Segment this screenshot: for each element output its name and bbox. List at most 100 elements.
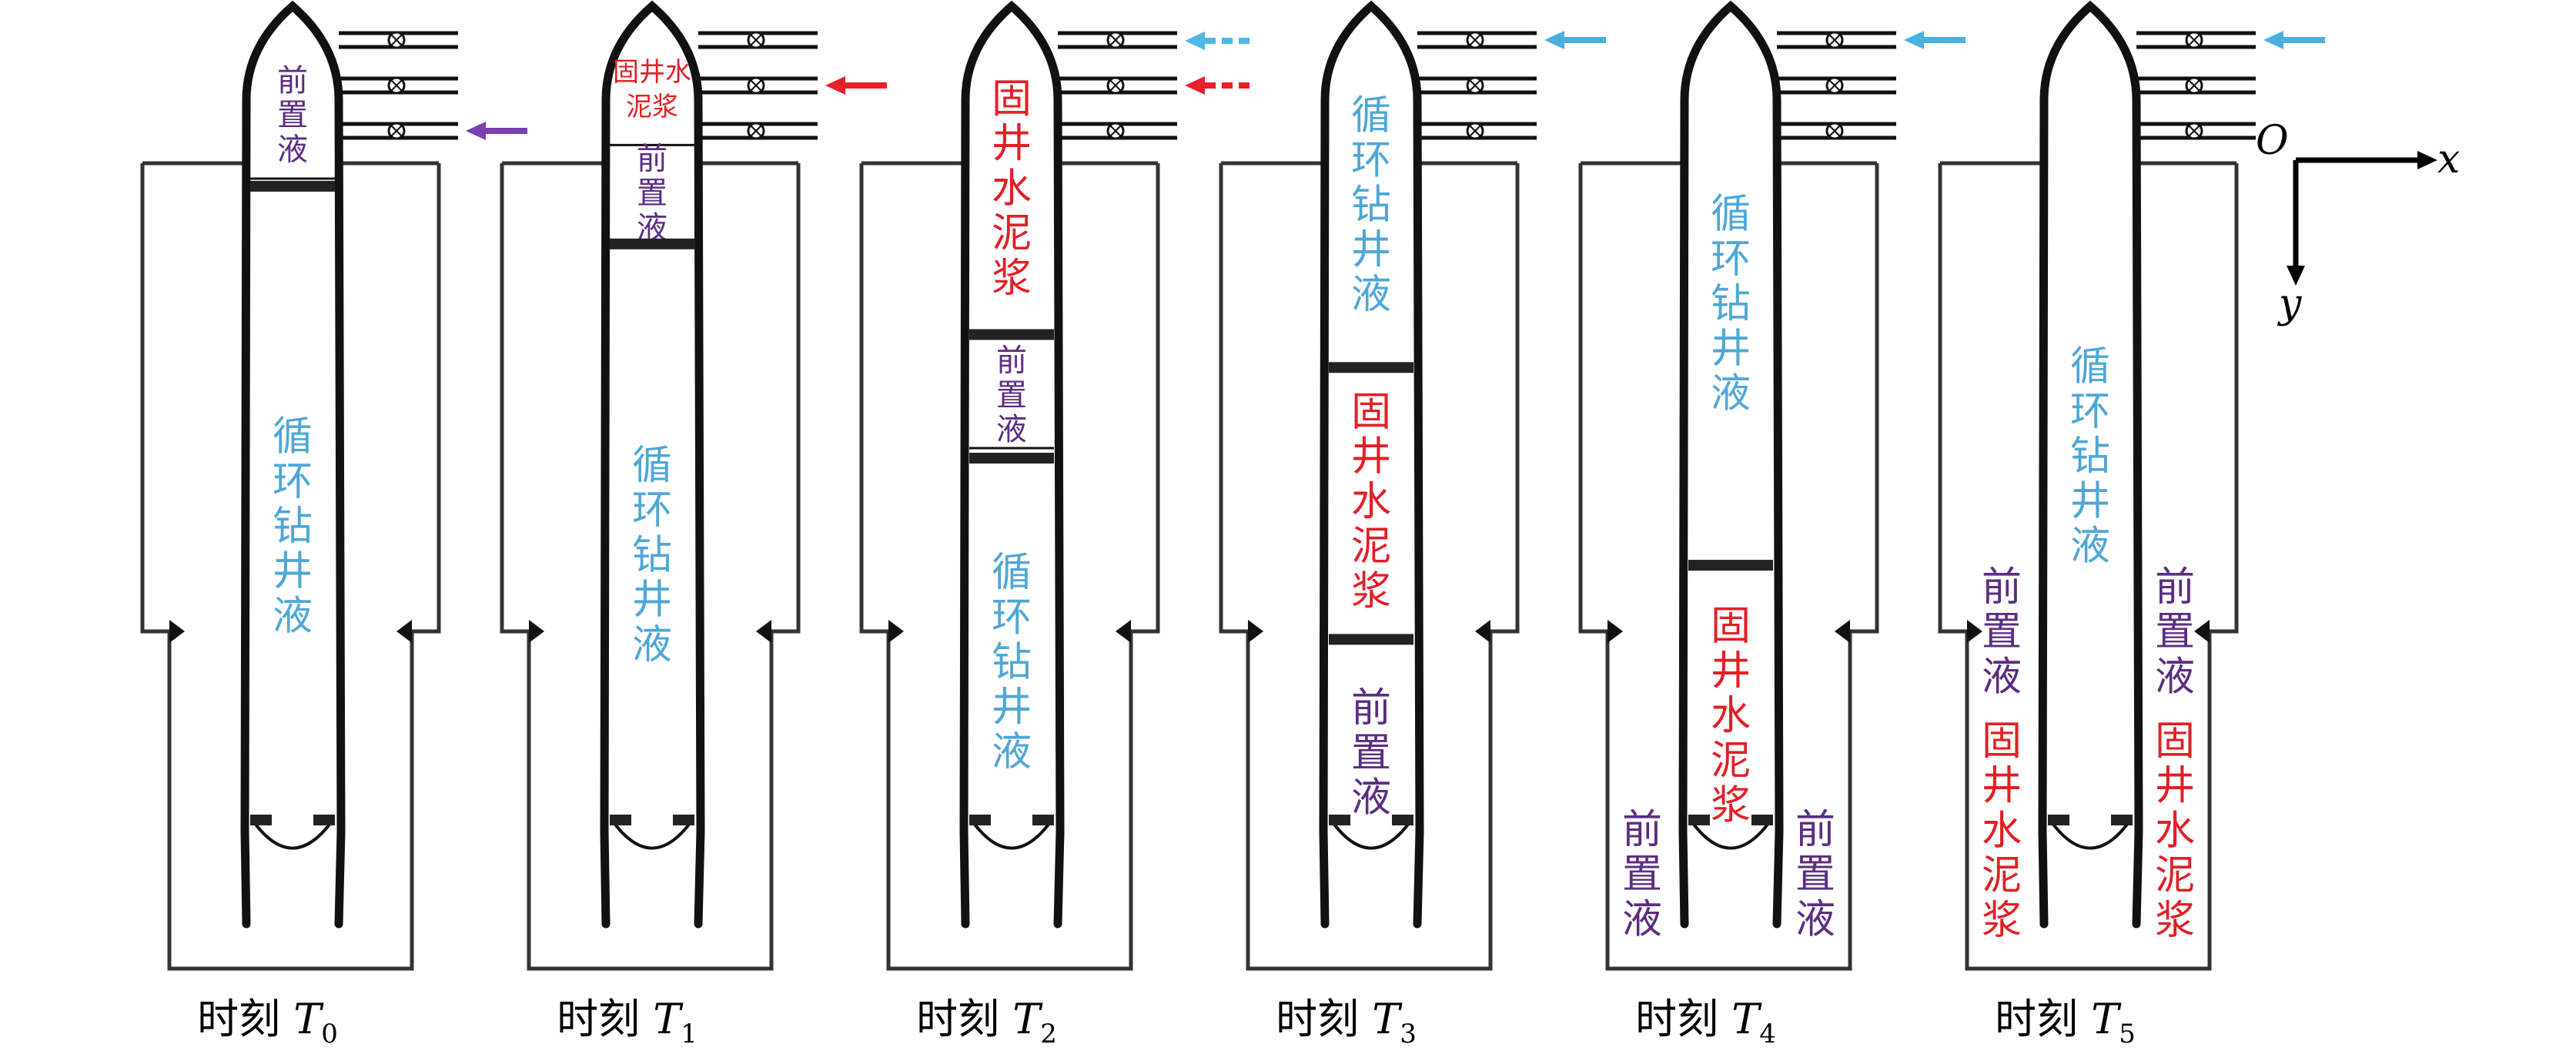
casing-pipe — [959, 0, 1065, 929]
collar-left-block — [250, 815, 272, 825]
borehole-outline — [1578, 163, 1879, 971]
float-collar — [612, 821, 692, 850]
shoulder-left — [529, 620, 544, 643]
fluid-label-mud: 循环钻井液 — [992, 550, 1032, 775]
shoulder-left — [888, 620, 904, 643]
caption-subscript: 3 — [1400, 1019, 1417, 1049]
annulus-right-spacer: 前置液 — [2155, 564, 2195, 700]
valve-cross-b-0 — [390, 34, 403, 46]
plug-interface — [250, 180, 335, 192]
caption-t: T — [1731, 995, 1762, 1043]
panel-caption: 时刻 T2 — [916, 995, 1057, 1049]
shoulder-right — [756, 620, 771, 643]
collar-right-block — [1032, 815, 1054, 825]
casing-pipe — [1678, 0, 1784, 929]
borehole-outline — [1938, 163, 2239, 971]
valve-cross-b-0 — [750, 34, 762, 46]
valve-cross-b-2 — [1469, 125, 1481, 137]
y-axis-label: y — [2277, 281, 2302, 327]
annulus-left-cement: 固井水泥浆 — [1982, 718, 2022, 944]
blue-dashed-arrowhead — [1185, 32, 1205, 50]
collar-right-block — [313, 815, 335, 825]
collar-right-block — [2111, 815, 2133, 825]
annulus-right-spacer: 前置液 — [1795, 807, 1835, 942]
x-axis-label: x — [2437, 136, 2460, 182]
fluid-label-spacer: 前置液 — [637, 141, 667, 246]
blue-arrowhead — [2263, 31, 2283, 49]
collar-right-block — [673, 815, 694, 825]
valve-cross-b-1 — [1469, 79, 1481, 92]
borehole-outline — [140, 163, 441, 971]
caption-prefix: 时刻 — [197, 995, 293, 1043]
caption-prefix: 时刻 — [1995, 995, 2091, 1043]
blue-arrowhead — [1904, 31, 1924, 49]
valve-cross-b-2 — [1109, 125, 1122, 137]
origin-label: O — [2256, 118, 2289, 164]
plug-interface — [969, 329, 1054, 340]
fluid-label-spacer: 前置液 — [1351, 685, 1391, 821]
red-dashed-arrowhead — [1185, 76, 1205, 95]
float-collar — [972, 821, 1052, 850]
fluid-label-mud: 循环钻井液 — [1711, 192, 1751, 417]
shoulder-right — [1475, 620, 1490, 643]
float-collar — [2050, 821, 2130, 850]
casing-pipe — [1319, 0, 1424, 929]
panel-caption: 时刻 T0 — [197, 995, 338, 1049]
valve-cross-b-1 — [1109, 79, 1122, 92]
borehole-outline — [859, 163, 1160, 971]
caption-subscript: 5 — [2119, 1019, 2136, 1049]
valve-cross-b-1 — [390, 79, 403, 92]
collar-right-block — [1751, 815, 1773, 825]
valve-cross-b-2 — [390, 125, 403, 137]
casing-pipe — [240, 0, 346, 929]
collar-left-block — [610, 815, 631, 825]
caption-prefix: 时刻 — [1276, 995, 1372, 1043]
valve-cross-b-2 — [1828, 125, 1841, 137]
blue-arrowhead — [1544, 31, 1564, 49]
shoulder-right — [396, 620, 412, 643]
caption-subscript: 1 — [681, 1019, 698, 1049]
fluid-label-cement: 固井水泥浆 — [992, 76, 1032, 302]
caption-t: T — [653, 995, 684, 1043]
valve-cross-b-0 — [1469, 34, 1481, 46]
caption-prefix: 时刻 — [916, 995, 1012, 1043]
red-arrowhead — [825, 76, 845, 95]
x-axis-arrowhead — [2417, 151, 2437, 169]
caption-prefix: 时刻 — [1635, 995, 1731, 1043]
panel-caption: 时刻 T1 — [557, 995, 698, 1049]
cement-small-label-1: 固井水 — [613, 57, 691, 88]
caption-prefix: 时刻 — [557, 995, 653, 1043]
valve-cross-b-2 — [750, 125, 762, 137]
shoulder-left — [1248, 620, 1263, 643]
valve-cross-b-0 — [2188, 34, 2200, 46]
casing-pipe — [2038, 0, 2143, 929]
valve-cross-b-1 — [750, 79, 762, 92]
collar-left-block — [1688, 815, 1710, 825]
valve-cross-b-2 — [2188, 125, 2200, 137]
collar-left-block — [1329, 815, 1350, 825]
caption-t: T — [1012, 995, 1043, 1043]
annulus-left-spacer: 前置液 — [1622, 807, 1662, 942]
valve-cross-b-1 — [2188, 79, 2200, 92]
collar-left-block — [969, 815, 991, 825]
fluid-label-mud: 循环钻井液 — [1351, 92, 1391, 318]
annulus-left-spacer: 前置液 — [1982, 564, 2022, 700]
shoulder-right — [2194, 620, 2210, 643]
fluid-label-mud: 循环钻井液 — [2070, 344, 2110, 570]
caption-subscript: 2 — [1040, 1019, 1057, 1049]
annulus-right-cement: 固井水泥浆 — [2155, 718, 2195, 944]
fluid-label-spacer: 前置液 — [996, 343, 1027, 448]
shoulder-left — [1607, 620, 1623, 643]
float-collar — [1691, 821, 1771, 850]
fluid-label-mud: 循环钻井液 — [273, 414, 313, 640]
shoulder-right — [1835, 620, 1850, 643]
cement-small-label-2: 泥浆 — [626, 92, 678, 122]
panel-caption: 时刻 T3 — [1276, 995, 1417, 1049]
collar-right-block — [1392, 815, 1413, 825]
